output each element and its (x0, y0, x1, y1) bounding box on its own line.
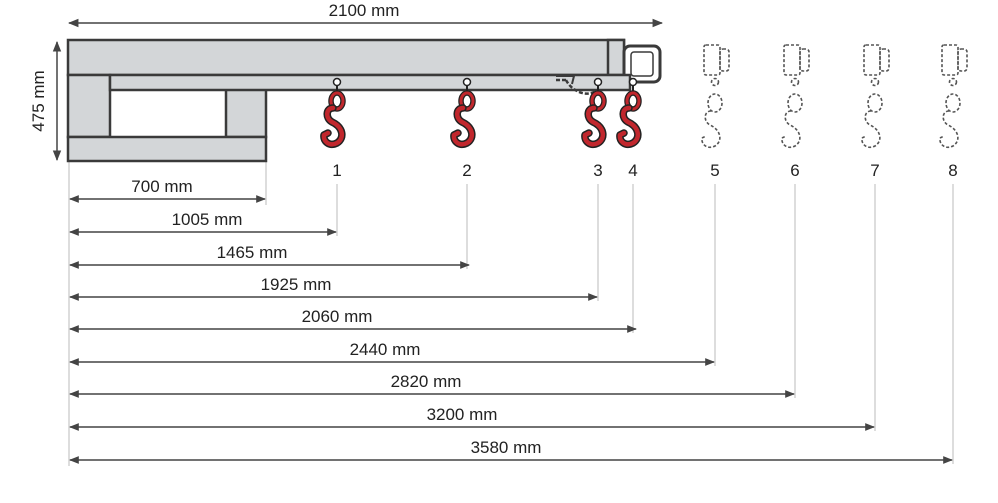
ghost-hook-body (861, 110, 881, 149)
top-dimension-label: 2100 mm (329, 1, 400, 20)
ghost-pin (870, 77, 880, 87)
reach-dimensions-group: 700 mm 1005 mm 1465 mm 1925 mm 2060 mm 2440 m… (69, 177, 953, 464)
reach-dimension: 1925 mm (69, 275, 598, 301)
reach-dimension-label: 1465 mm (217, 243, 288, 262)
reach-dimension: 1465 mm (69, 243, 470, 269)
hook-body (581, 104, 607, 149)
reach-dimension-label: 2060 mm (302, 307, 373, 326)
top-dimension: 2100 mm (67, 1, 664, 28)
reach-dimension: 2060 mm (69, 307, 637, 333)
ghost-hook-body (939, 110, 959, 149)
beam-lower-rail (108, 73, 632, 92)
ghost-hook-path (861, 110, 881, 149)
reach-dimension-label: 3200 mm (427, 405, 498, 424)
hook-numbers-group: 1 2 3 4 5 6 7 8 (332, 161, 957, 180)
reach-dimension-label: 3580 mm (471, 438, 542, 457)
hook-pin (593, 77, 603, 87)
hook-5 (701, 44, 730, 149)
ghost-mount-loop (799, 48, 810, 72)
reach-dimension: 1005 mm (69, 210, 337, 236)
hook-2 (450, 77, 476, 149)
ghost-link (707, 93, 723, 113)
ghost-pin (710, 77, 720, 87)
beam-top (66, 38, 626, 77)
hook-body-fill (617, 105, 641, 147)
hook-number-5: 5 (710, 161, 719, 180)
ghost-pin (790, 77, 800, 87)
hook-4 (616, 77, 642, 149)
hooks-group (320, 44, 968, 149)
ghost-hook-path (781, 110, 801, 149)
beam-bottom-plate (66, 135, 268, 163)
safety-chain (556, 78, 598, 95)
ghost-pin (948, 77, 958, 87)
hook-1 (320, 77, 346, 149)
hook-6 (781, 44, 810, 149)
ghost-link (945, 93, 961, 113)
ghost-mount-loop (957, 48, 968, 72)
ghost-link (787, 93, 803, 113)
ghost-hook-body (781, 110, 801, 149)
ghost-mount-loop (879, 48, 890, 72)
hook-7 (861, 44, 890, 149)
reach-dimension-label: 2820 mm (391, 372, 462, 391)
reach-dimension: 2820 mm (69, 372, 795, 398)
ghost-link (867, 93, 883, 113)
hook-number-1: 1 (332, 161, 341, 180)
ghost-hook-path (701, 110, 721, 149)
ghost-mount-block (703, 44, 721, 76)
hook-body (450, 104, 476, 149)
hook-link (329, 91, 345, 111)
reach-dimension-label: 1925 mm (261, 275, 332, 294)
reach-dimension: 700 mm (69, 177, 266, 203)
ghost-mount-block (941, 44, 959, 76)
hook-link (590, 91, 606, 111)
beam-end-loop (622, 44, 662, 84)
hook-link (459, 91, 475, 111)
hook-8 (939, 44, 968, 149)
fork-pocket-outer-left (66, 73, 112, 139)
hook-pin (332, 77, 342, 87)
beam-end-loop-inner (630, 51, 654, 77)
hook-number-7: 7 (870, 161, 879, 180)
ghost-mount-block (863, 44, 881, 76)
reach-dimension-label: 1005 mm (172, 210, 243, 229)
hook-body-fill (451, 105, 475, 147)
beam-end-plate (606, 38, 626, 77)
guide-lines (68, 162, 954, 466)
side-dimension-label: 475 mm (29, 70, 48, 131)
jib-beam (66, 38, 662, 163)
reach-dimension: 3580 mm (69, 438, 953, 464)
hook-number-8: 8 (948, 161, 957, 180)
hook-link (625, 91, 641, 111)
side-dimension: 475 mm (29, 40, 62, 162)
reach-dimension-label: 700 mm (131, 177, 192, 196)
hook-body (616, 104, 642, 149)
hook-3 (581, 77, 607, 149)
hook-pin (462, 77, 472, 87)
reach-dimension: 2440 mm (69, 340, 715, 366)
ghost-mount-block (783, 44, 801, 76)
ghost-hook-path (939, 110, 959, 149)
hook-body-fill (582, 105, 606, 147)
ghost-hook-body (701, 110, 721, 149)
hook-number-3: 3 (593, 161, 602, 180)
ghost-mount-loop (719, 48, 730, 72)
chain-latch (556, 75, 576, 85)
hook-pin (628, 77, 638, 87)
hook-body-fill (321, 105, 345, 147)
hook-number-4: 4 (628, 161, 637, 180)
hook-number-2: 2 (462, 161, 471, 180)
reach-dimension-label: 2440 mm (350, 340, 421, 359)
hook-number-6: 6 (790, 161, 799, 180)
hook-body (320, 104, 346, 149)
fork-pocket-outer-right (224, 87, 268, 139)
reach-dimension: 3200 mm (69, 405, 875, 431)
